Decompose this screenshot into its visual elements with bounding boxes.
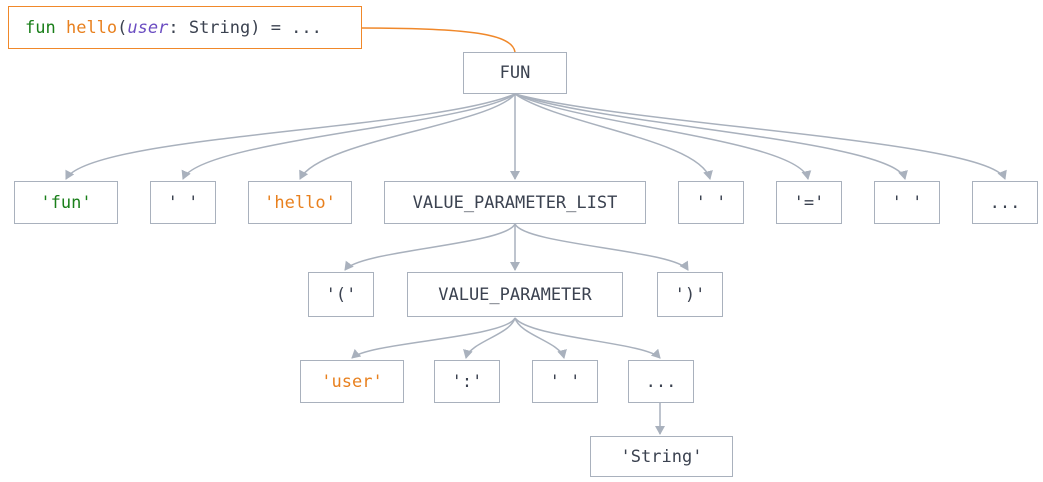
node-left-paren: '(' [308,272,374,317]
edge-fun-ws1 [181,93,516,180]
code-parameter: user [127,17,169,38]
edge-vpl-lparen [344,223,516,271]
code-to-fun-connector [361,27,516,53]
edge-vp-ws [514,317,567,359]
node-whitespace-3: ' ' [874,181,940,224]
edge-vp-user [351,317,516,359]
edge-vpl-rparen [514,223,689,271]
node-whitespace-1: ' ' [150,181,216,224]
source-code-snippet: fun hello(user: String) = ... [8,6,362,49]
edge-fun-hello [299,93,516,180]
node-user: 'user' [300,360,404,403]
edge-fun-eq [514,93,812,180]
code-rest: : String) = ... [168,17,322,38]
code-keyword: fun [25,17,56,38]
node-value-parameter-list: VALUE_PARAMETER_LIST [384,181,646,224]
node-fun: FUN [463,52,567,94]
node-right-paren: ')' [657,272,723,317]
edge-vp-more [514,317,661,359]
node-equals: '=' [776,181,842,224]
edge-fun-ws2 [514,93,713,180]
node-hello: 'hello' [248,181,352,224]
node-value-parameter: VALUE_PARAMETER [407,272,623,317]
edge-vp-colon [463,317,516,359]
node-ellipsis-2: ... [628,360,694,403]
code-function-name: hello [65,17,118,38]
node-string: 'String' [590,436,733,477]
node-whitespace-2: ' ' [678,181,744,224]
node-whitespace-4: ' ' [532,360,598,403]
node-ellipsis-1: ... [972,181,1038,224]
edge-fun-more [514,93,1007,180]
node-colon: ':' [434,360,500,403]
edge-fun-ws3 [514,93,908,180]
node-fun-keyword: 'fun' [14,181,118,224]
edge-fun-funkw [65,93,516,180]
